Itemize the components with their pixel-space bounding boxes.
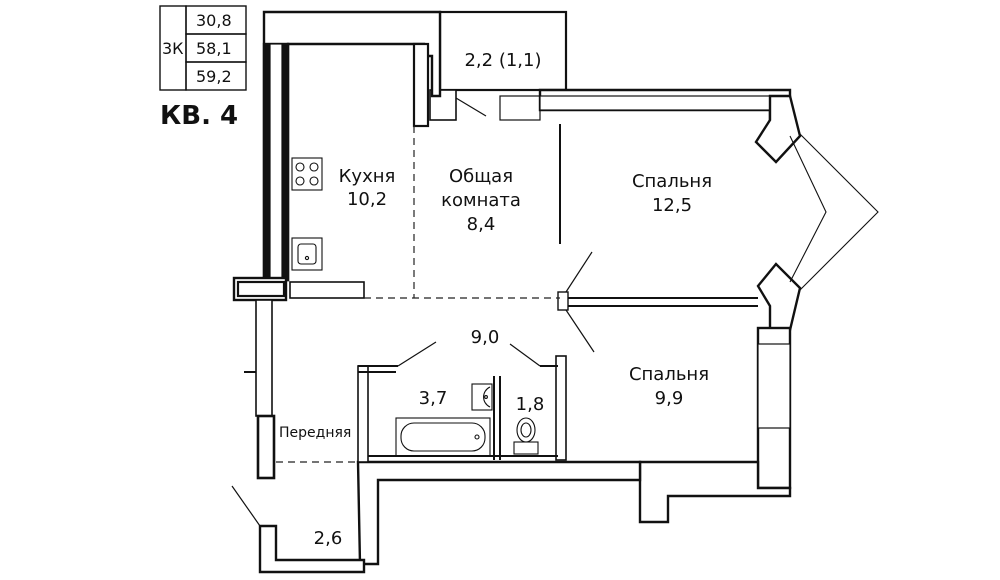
- hall-area: 2,6: [314, 528, 343, 549]
- apartment-type: 3К: [162, 39, 184, 58]
- entrance-door: [231, 485, 261, 527]
- kitchen-name: Кухня: [339, 166, 396, 187]
- bedroom1-door: [565, 251, 593, 293]
- bedroom1-area: 12,5: [652, 195, 692, 216]
- total-area-with-balcony-value: 59,2: [196, 67, 232, 86]
- wc-door: [509, 343, 541, 367]
- wc-area: 1,8: [516, 394, 545, 415]
- corridor-area: 9,0: [471, 327, 500, 348]
- stove-icon: [291, 157, 323, 191]
- partitions: [289, 124, 758, 463]
- bathroom-area: 3,7: [419, 388, 448, 409]
- area-table: 3К 30,8 58,1 59,2: [159, 5, 247, 91]
- area-table-cell-3: [185, 61, 247, 91]
- bathtub-icon: [395, 417, 491, 457]
- living-area-value: 30,8: [196, 11, 232, 30]
- total-area-value: 58,1: [196, 39, 232, 58]
- bay-window: [789, 133, 879, 291]
- kitchen-area: 10,2: [347, 189, 387, 210]
- living-name-line2: комната: [441, 190, 521, 211]
- zone-borders: [276, 126, 560, 463]
- kitchen-sink-icon: [291, 237, 323, 271]
- washbasin-icon: [471, 383, 493, 411]
- hall-name: Передняя: [279, 425, 351, 441]
- bathroom-door: [397, 341, 437, 367]
- bedroom2-name: Спальня: [629, 364, 709, 385]
- toilet-icon: [513, 417, 539, 455]
- bedroom2-area: 9,9: [655, 388, 684, 409]
- living-area: 8,4: [467, 214, 496, 235]
- living-name-line1: Общая: [449, 166, 513, 187]
- doors: [231, 251, 595, 527]
- bedroom1-name: Спальня: [632, 171, 712, 192]
- outer-walls: [232, 10, 802, 574]
- bedroom2-door: [565, 309, 595, 353]
- balcony-area: 2,2 (1,1): [464, 50, 541, 71]
- apartment-title: КВ. 4: [160, 101, 238, 131]
